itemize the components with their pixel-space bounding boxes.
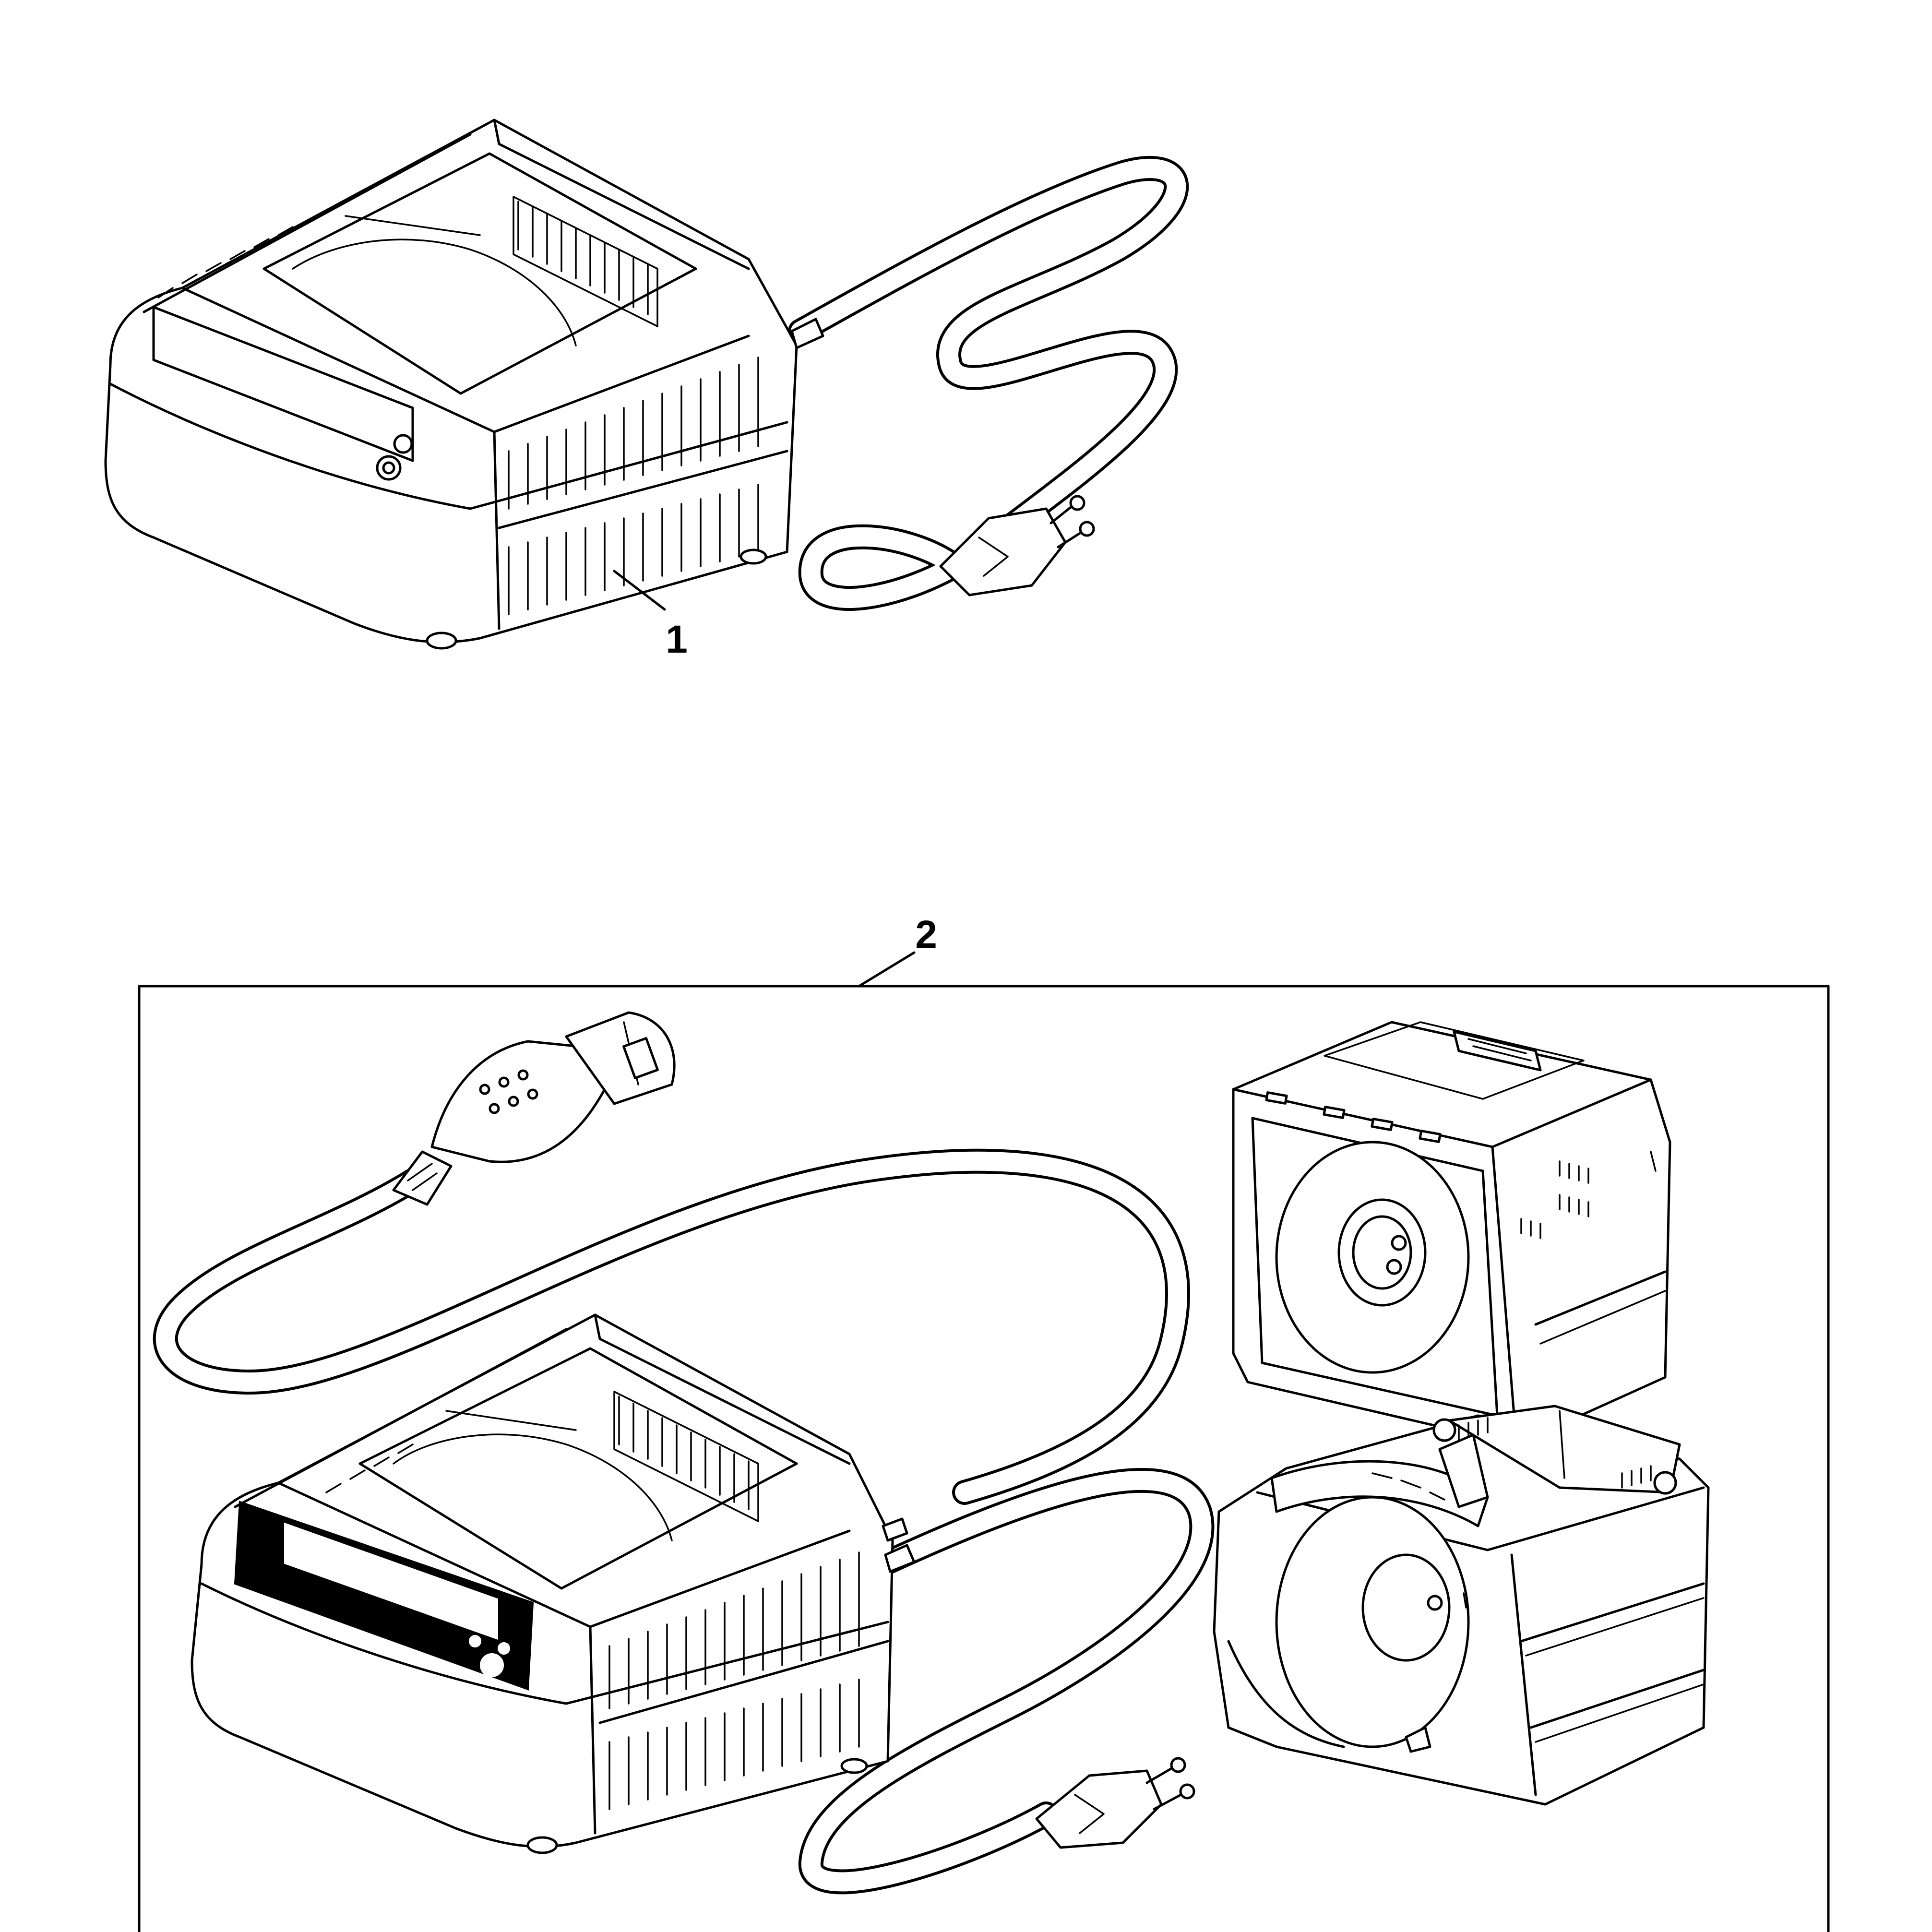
- charger-1-euro-plug: [939, 495, 1095, 596]
- adapter-connector: [392, 1011, 676, 1206]
- kit-charger-inner-vent: [613, 1391, 759, 1522]
- charger-1-display: [152, 306, 414, 462]
- callout-label-1: 1: [666, 618, 688, 661]
- battery-pack-lower: [1213, 1405, 1710, 1806]
- kit-frame: [138, 985, 1830, 1932]
- charger-1-inner-vent: [513, 196, 658, 327]
- charger-item-1: 1: [104, 119, 1189, 661]
- kit-item-2: 2: [138, 913, 1830, 1932]
- charger-1-power-cord: [788, 156, 1189, 611]
- charger-1-status-led: [393, 434, 413, 454]
- charger-1-side-fins: [498, 357, 788, 615]
- battery-pack-upper: [1232, 1021, 1671, 1446]
- kit-charger-side-fins: [598, 1551, 889, 1810]
- adapter-cable: [153, 1148, 1190, 1505]
- charger-1-body: [104, 119, 824, 650]
- callout-label-2: 2: [915, 913, 937, 956]
- kit-charger-body: [191, 1313, 916, 1854]
- kit-euro-plug: [1035, 1757, 1195, 1849]
- kit-charger-power-cord: [798, 1467, 1215, 1895]
- callout-leader-2: [858, 951, 916, 988]
- kit-charger-display: [234, 1501, 534, 1691]
- callout-leader-1: [613, 570, 666, 611]
